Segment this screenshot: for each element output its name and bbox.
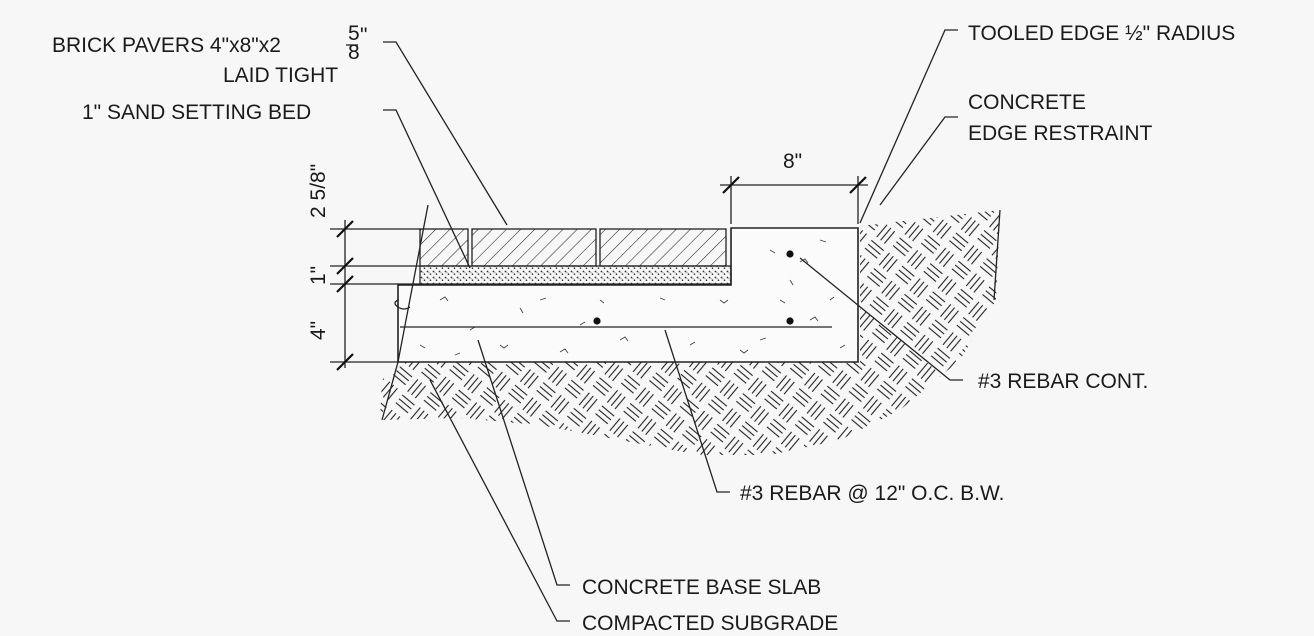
label-brick-pavers: BRICK PAVERS 4"x8"x2	[52, 34, 281, 57]
dim-sand-height: 1"	[307, 266, 330, 285]
label-edge-restraint: EDGE RESTRAINT	[968, 122, 1153, 145]
dim-slab-height: 4"	[307, 321, 330, 340]
label-rebar-cont: #3 REBAR CONT.	[978, 370, 1148, 393]
label-brick-frac-den: 8	[348, 41, 360, 64]
dim-paver-height: 2 5/8"	[307, 164, 330, 218]
label-sand-bed: 1" SAND SETTING BED	[82, 101, 311, 124]
restraint-width-dimension: 8"	[720, 150, 868, 224]
label-rebar-oc: #3 REBAR @ 12" O.C. B.W.	[740, 482, 1005, 505]
label-laid-tight: LAID TIGHT	[223, 64, 338, 87]
label-brick-frac-num: 5	[348, 22, 360, 45]
leaders	[383, 29, 963, 622]
sand-setting-bed	[419, 265, 732, 285]
brick-pavers	[419, 228, 727, 267]
label-tooled-edge: TOOLED EDGE ½" RADIUS	[968, 22, 1235, 45]
dim-restraint-width: 8"	[783, 150, 802, 173]
label-base-slab: CONCRETE BASE SLAB	[582, 576, 821, 599]
label-concrete: CONCRETE	[968, 91, 1086, 114]
vertical-dimension: 2 5/8" 1" 4"	[307, 164, 420, 371]
label-subgrade: COMPACTED SUBGRADE	[582, 612, 838, 635]
label-brick-frac-inch: "	[360, 24, 367, 47]
